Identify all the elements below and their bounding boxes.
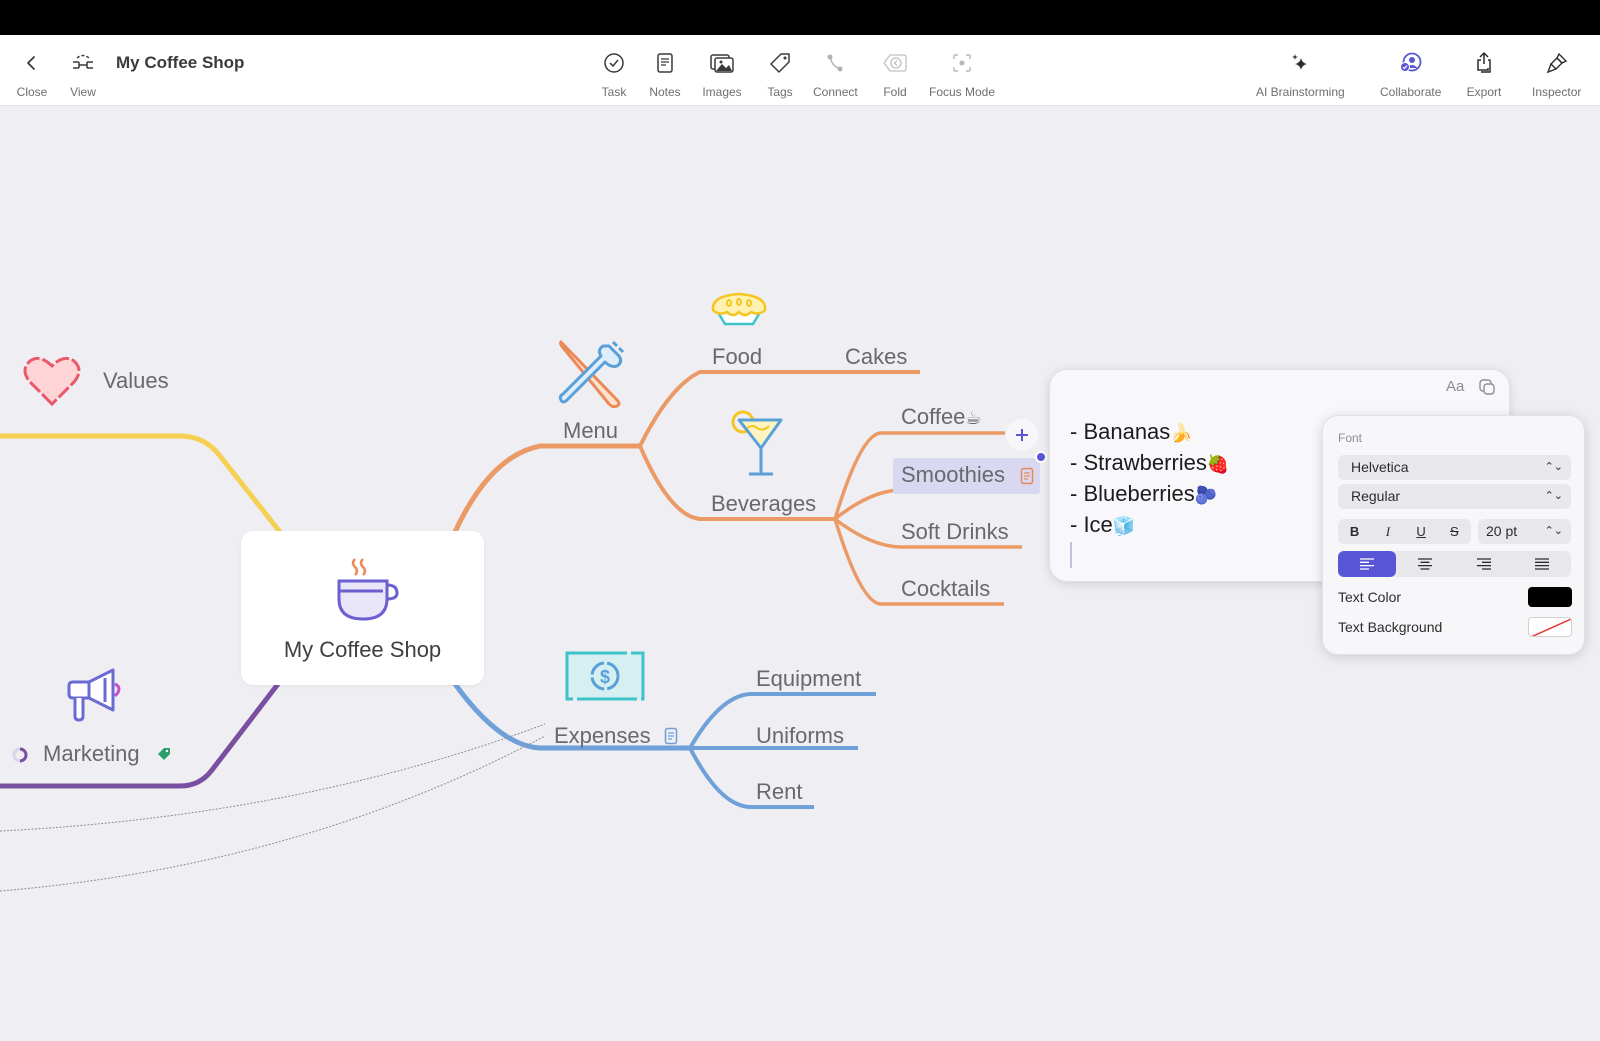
italic-button[interactable]: I — [1385, 524, 1391, 539]
font-family-select[interactable]: Helvetica ⌃⌄ — [1338, 455, 1571, 480]
chevron-left-icon — [12, 43, 52, 83]
node-values[interactable]: Values — [103, 368, 169, 393]
notes-button[interactable]: Notes — [645, 35, 685, 99]
alignment-group — [1338, 551, 1571, 577]
share-icon — [1464, 43, 1504, 83]
plus-icon — [1016, 429, 1028, 441]
svg-text:$: $ — [600, 667, 610, 687]
text-color-label: Text Color — [1338, 589, 1402, 605]
align-center-button[interactable] — [1396, 551, 1454, 577]
font-panel: Font Helvetica ⌃⌄ Regular ⌃⌄ B I U S 20 … — [1322, 415, 1585, 655]
sparkles-icon — [1280, 43, 1320, 83]
strikethrough-button[interactable]: S — [1450, 524, 1459, 539]
text-caret — [1070, 542, 1072, 568]
selected-node-highlight — [893, 458, 1040, 494]
note-line: - Strawberries🍓 — [1070, 450, 1230, 475]
text-background-swatch[interactable] — [1528, 617, 1572, 637]
fold-button[interactable]: Fold — [875, 35, 915, 99]
align-center-icon — [1418, 558, 1433, 570]
coffee-cup-icon — [333, 555, 399, 630]
task-button[interactable]: Task — [594, 35, 634, 99]
note-line: - Ice🧊 — [1070, 512, 1136, 537]
node-soft-drinks[interactable]: Soft Drinks — [901, 519, 1009, 544]
fork-knife-icon — [557, 338, 629, 413]
paintbrush-icon — [1537, 43, 1577, 83]
toolbar: Close View My Coffee Shop Task Notes Ima… — [0, 35, 1600, 106]
collaborate-button[interactable]: Collaborate — [1380, 35, 1441, 99]
focus-mode-button[interactable]: Focus Mode — [929, 35, 995, 99]
align-justify-icon — [1534, 558, 1549, 570]
text-color-swatch[interactable] — [1528, 587, 1572, 607]
focus-icon — [942, 43, 982, 83]
align-left-icon — [1360, 558, 1375, 570]
connect-icon — [815, 43, 855, 83]
align-right-icon — [1476, 558, 1491, 570]
node-cocktails[interactable]: Cocktails — [901, 576, 991, 601]
node-smoothies[interactable]: Smoothies — [901, 462, 1005, 487]
connection-handle[interactable] — [1035, 451, 1047, 463]
font-format-button[interactable]: Aa — [1446, 378, 1465, 395]
progress-icon[interactable] — [12, 747, 28, 768]
node-uniforms[interactable]: Uniforms — [756, 723, 845, 748]
coffee-emoji: ☕ — [965, 408, 982, 428]
node-expenses[interactable]: Expenses — [554, 723, 651, 748]
underline-button[interactable]: U — [1416, 524, 1426, 539]
pie-icon — [709, 290, 769, 335]
chevron-updown-icon: ⌃⌄ — [1544, 461, 1563, 473]
align-right-button[interactable] — [1455, 551, 1513, 577]
connect-button[interactable]: Connect — [813, 35, 858, 99]
align-justify-button[interactable] — [1513, 551, 1571, 577]
tags-button[interactable]: Tags — [760, 35, 800, 99]
note-icon[interactable] — [1020, 467, 1034, 490]
mindmap-canvas[interactable]: Values Marketing My Coffee Shop Menu Foo… — [0, 106, 1600, 1041]
mindmap-view-icon — [63, 43, 103, 83]
bold-button[interactable]: B — [1349, 524, 1360, 539]
font-size-select[interactable]: 20 pt ⌃⌄ — [1478, 519, 1571, 544]
ai-brainstorming-button[interactable]: AI Brainstorming — [1256, 35, 1345, 99]
node-rent[interactable]: Rent — [756, 779, 803, 804]
close-button[interactable]: Close — [12, 35, 52, 99]
chevron-updown-icon: ⌃⌄ — [1544, 525, 1563, 537]
cocktail-glass-icon — [729, 408, 789, 485]
view-button[interactable]: View — [63, 35, 103, 99]
node-food[interactable]: Food — [712, 344, 763, 369]
dollar-bill-icon: $ — [565, 651, 645, 708]
text-format-group: B I U S — [1338, 519, 1471, 544]
chevron-updown-icon: ⌃⌄ — [1544, 490, 1563, 502]
tag-icon — [760, 43, 800, 83]
font-panel-header: Font — [1338, 431, 1363, 445]
branch-lines — [0, 370, 1040, 892]
heart-icon — [22, 354, 82, 413]
node-cakes[interactable]: Cakes — [845, 344, 908, 369]
node-equipment[interactable]: Equipment — [756, 666, 862, 691]
font-style-select[interactable]: Regular ⌃⌄ — [1338, 484, 1571, 509]
note-icon[interactable] — [664, 727, 678, 750]
copy-style-icon[interactable] — [1478, 378, 1496, 401]
node-beverages[interactable]: Beverages — [711, 491, 817, 516]
no-color-icon — [1531, 618, 1571, 636]
node-menu[interactable]: Menu — [563, 418, 619, 443]
align-left-button[interactable] — [1338, 551, 1397, 577]
inspector-button[interactable]: Inspector — [1532, 35, 1581, 99]
central-node-label: My Coffee Shop — [283, 637, 442, 662]
note-line: - Blueberries🫐 — [1070, 481, 1218, 506]
fold-icon — [875, 43, 915, 83]
text-background-label: Text Background — [1338, 619, 1443, 635]
images-button[interactable]: Images — [702, 35, 742, 99]
images-icon — [702, 43, 742, 83]
export-button[interactable]: Export — [1464, 35, 1504, 99]
node-coffee[interactable]: Coffee☕ — [901, 404, 982, 429]
note-icon — [645, 43, 685, 83]
tag-icon[interactable] — [157, 747, 171, 766]
megaphone-icon — [63, 666, 127, 727]
system-bar — [0, 0, 1600, 35]
central-node[interactable]: My Coffee Shop — [241, 531, 484, 685]
notes-text-area[interactable]: - Bananas🍌 - Strawberries🍓 - Blueberries… — [1070, 416, 1229, 540]
note-line: - Bananas🍌 — [1070, 419, 1193, 444]
collaborate-icon — [1391, 43, 1431, 83]
node-marketing[interactable]: Marketing — [43, 741, 140, 766]
document-title: My Coffee Shop — [116, 53, 245, 72]
add-child-button[interactable] — [1006, 419, 1038, 451]
checkmark-circle-icon — [594, 43, 634, 83]
